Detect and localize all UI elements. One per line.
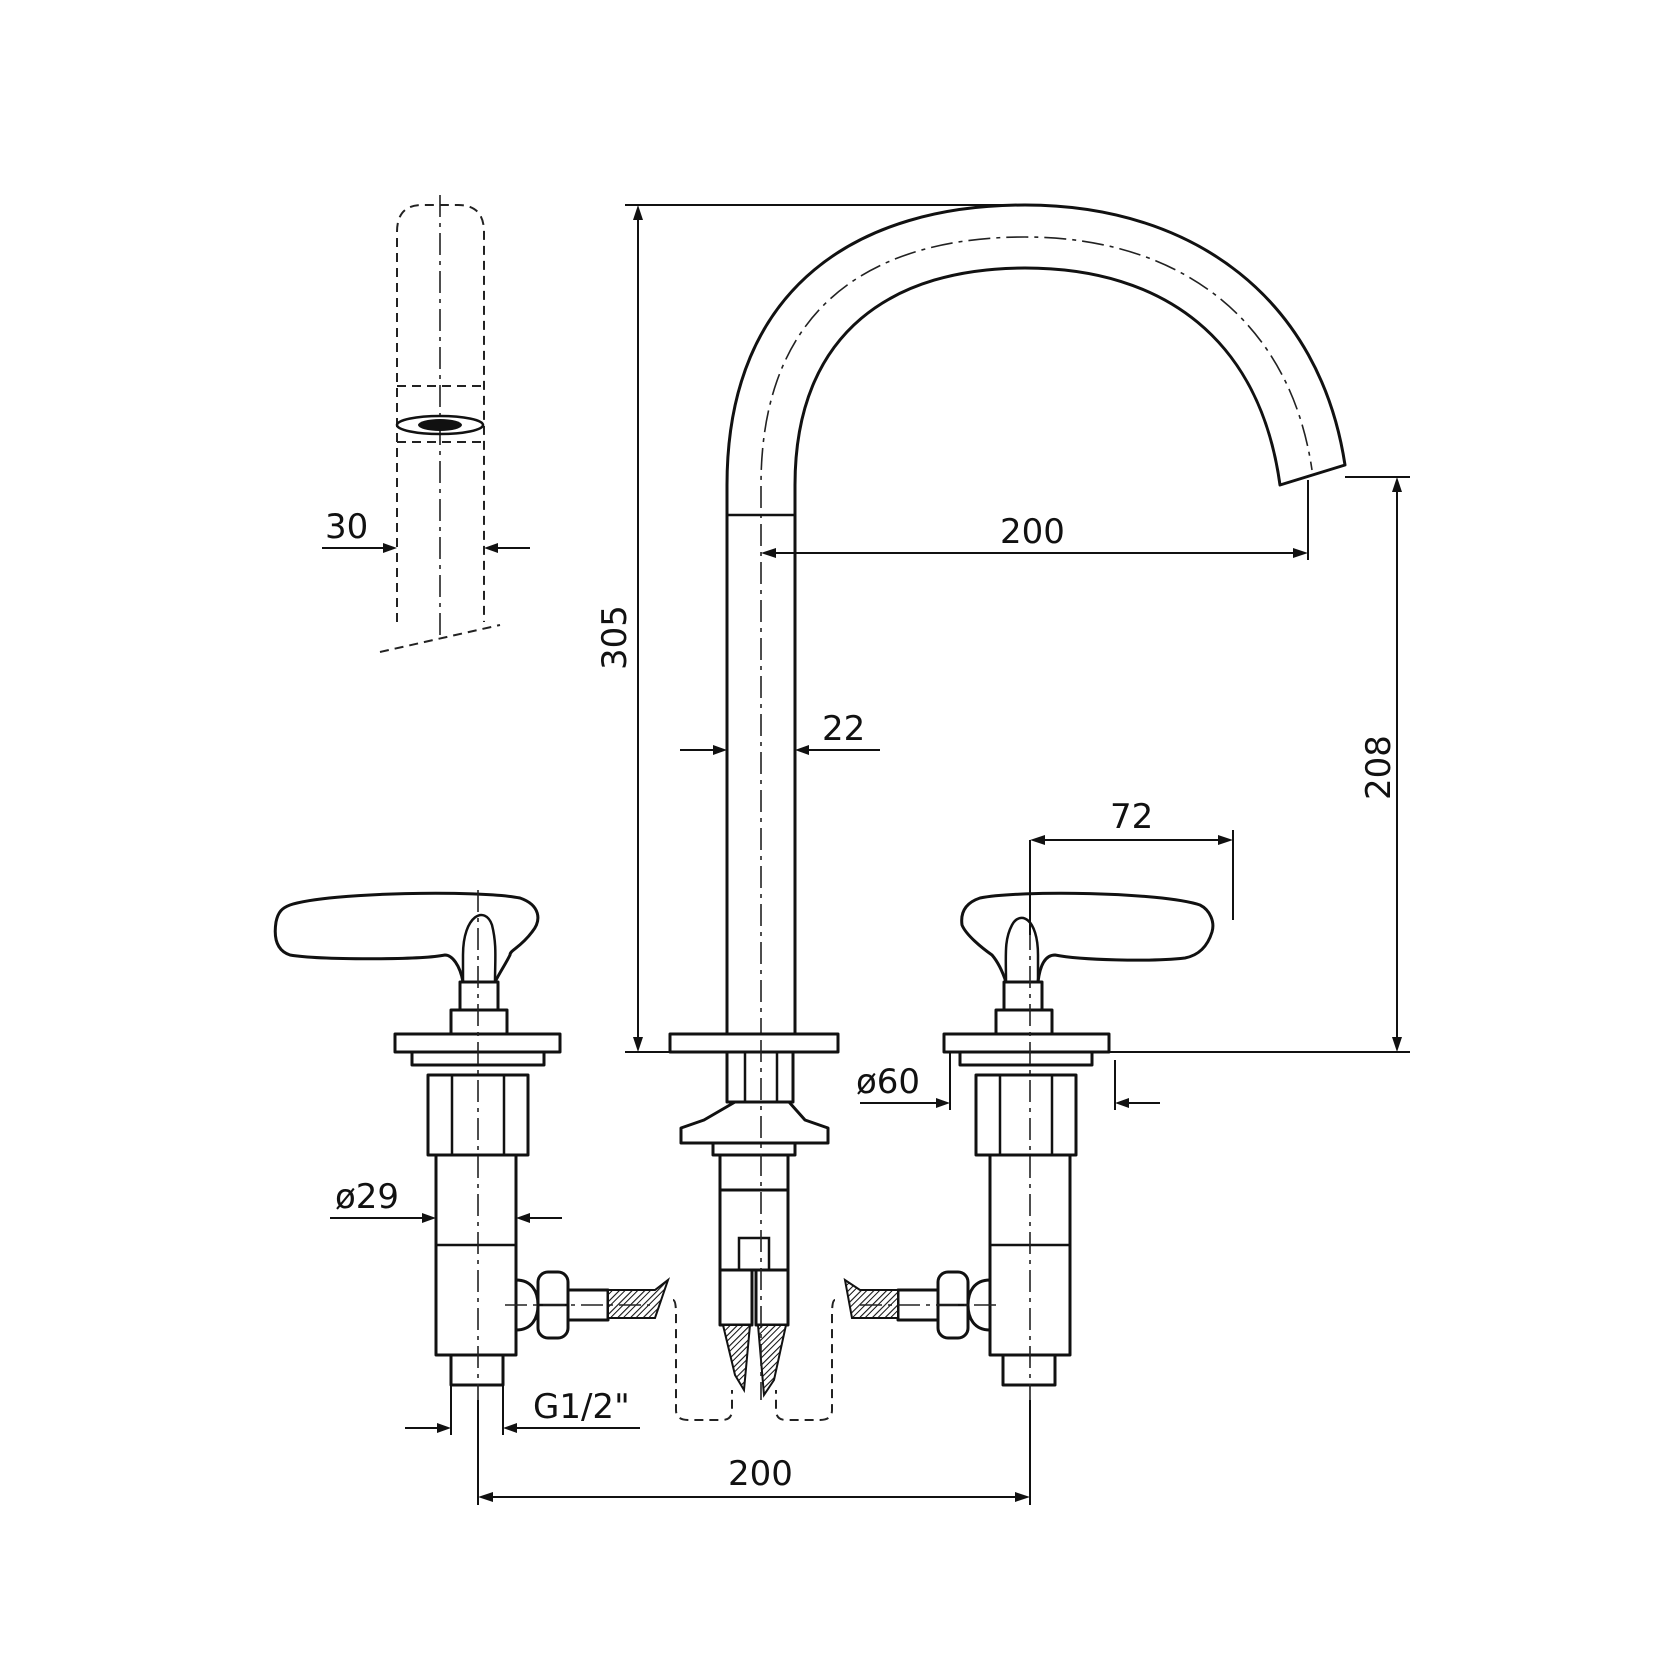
aerator-outlet-icon	[418, 419, 462, 431]
spout-hose-left	[721, 1324, 752, 1394]
dim-g12-arrow-right	[503, 1423, 517, 1433]
right-handle-stem	[1002, 980, 1044, 1012]
left-hose	[607, 1277, 671, 1319]
dim-reach-arrow-left	[761, 548, 776, 558]
spout-lock-nut	[679, 1100, 830, 1145]
dim-305-arrow-top	[633, 205, 643, 220]
spout-tube	[725, 203, 1347, 1036]
dim-208-arrow-top	[1392, 477, 1402, 492]
dim-22-arrow-left	[713, 745, 727, 755]
right-hose	[843, 1277, 899, 1319]
right-hex-nut	[974, 1073, 1078, 1157]
spout-shank-ring	[718, 1153, 790, 1192]
dim-305-label: 305	[595, 605, 635, 670]
left-outlet-pipe	[449, 1353, 505, 1387]
spout-hose-route-right	[775, 1299, 836, 1421]
dim-29-arrow-left	[422, 1213, 436, 1223]
spout-shank-window	[737, 1236, 771, 1272]
left-handle-stem	[458, 980, 500, 1012]
aerator-outlet-ellipse	[395, 414, 485, 436]
dim-72-label: 72	[1110, 797, 1153, 837]
spout-assembly	[668, 203, 1347, 1421]
right-valve-assembly	[843, 890, 1215, 1400]
dim-208-arrow-bottom	[1392, 1037, 1402, 1052]
right-flange-ring	[958, 1050, 1094, 1067]
aerator-detail-view: 30	[322, 195, 530, 653]
spout-shank	[718, 1188, 790, 1272]
dim-72-arrow-left	[1030, 835, 1045, 845]
dim-spacing-label: 200	[728, 1454, 793, 1494]
spout-hose-route-left	[672, 1299, 733, 1421]
left-handle-lever	[273, 891, 540, 984]
dim-29-label: ø29	[335, 1177, 399, 1217]
dim-spacing-arrow-left	[478, 1492, 493, 1502]
left-handle-boss	[461, 913, 497, 983]
spout-centerline	[760, 236, 1313, 1040]
right-handle-boss	[1004, 916, 1040, 983]
dim-72-arrow-right	[1218, 835, 1233, 845]
dim-22-arrow-right	[795, 745, 809, 755]
dim-60-arrow-right	[1115, 1098, 1129, 1108]
right-handle-lever	[960, 891, 1215, 984]
right-flange	[942, 1032, 1111, 1054]
dim-305-arrow-bottom	[633, 1037, 643, 1052]
dim-30-arrow-right	[484, 543, 498, 553]
dim-30-label: 30	[325, 507, 368, 547]
spout-hose-right	[756, 1324, 788, 1398]
spout-stem	[725, 1050, 795, 1104]
dim-spacing-arrow-right	[1015, 1492, 1030, 1502]
left-valve-assembly	[273, 890, 671, 1400]
dim-60-arrow-left	[936, 1098, 950, 1108]
spout-washer	[711, 1141, 797, 1157]
right-outlet-pipe	[1001, 1353, 1057, 1387]
dim-30-arrow-left	[383, 543, 397, 553]
aerator-outline	[396, 204, 485, 622]
dim-208-label: 208	[1359, 735, 1399, 800]
dim-g12-label: G1/2"	[533, 1387, 630, 1427]
dimension-lines: 305 200 208 22 72 ø60	[330, 204, 1410, 1505]
left-valve-body	[434, 1153, 518, 1357]
dim-22-label: 22	[822, 709, 865, 749]
dim-reach-label: 200	[1000, 512, 1065, 552]
aerator-cut-line	[379, 624, 501, 653]
dim-g12-arrow-left	[437, 1423, 451, 1433]
dim-60-label: ø60	[856, 1062, 920, 1102]
dim-29-arrow-right	[516, 1213, 530, 1223]
spout-hose-fitting-left	[718, 1268, 754, 1327]
dim-reach-arrow-right	[1293, 548, 1308, 558]
spout-flange	[668, 1032, 840, 1054]
